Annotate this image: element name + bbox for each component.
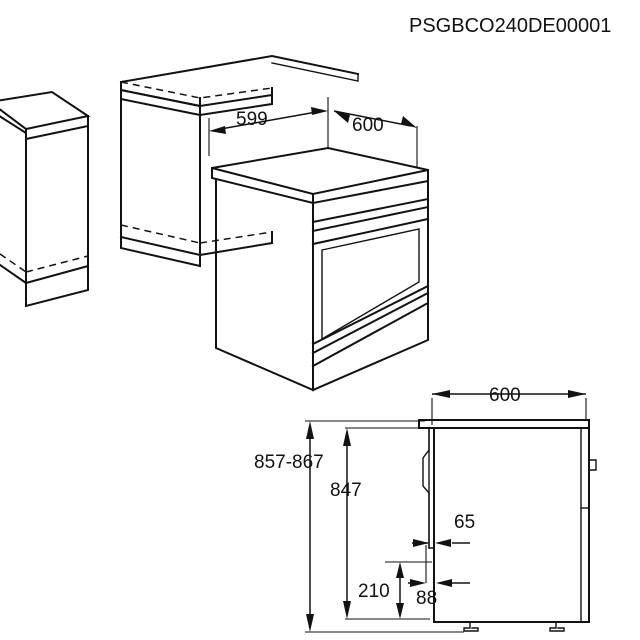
dimension-iso-599: 599 xyxy=(208,97,329,156)
dimension-offset-65: 65 xyxy=(412,512,475,547)
dimension-label-847: 847 xyxy=(330,480,362,501)
dimension-label-88: 88 xyxy=(416,588,437,609)
cabinet-carcass-left xyxy=(0,90,91,308)
dimension-height-210: 210 xyxy=(358,561,432,619)
dimension-label-65: 65 xyxy=(454,512,475,533)
cabinet-carcass-right xyxy=(119,54,360,268)
cooker-isometric xyxy=(211,146,430,392)
dimension-label-857-867: 857-867 xyxy=(254,452,324,473)
dimension-offset-88: 88 xyxy=(408,545,470,609)
dimension-height-857-867: 857-867 xyxy=(254,420,464,633)
dimension-side-600: 600 xyxy=(431,385,587,425)
cooker-side-profile xyxy=(418,419,597,632)
dimension-label-600-iso: 600 xyxy=(352,115,384,136)
dimension-iso-600: 600 xyxy=(333,110,418,172)
dimension-label-210: 210 xyxy=(358,581,390,602)
dimension-label-600-depth: 600 xyxy=(489,385,521,406)
drawing-title-code: PSGBCO240DE00001 xyxy=(409,15,611,37)
dimension-height-847: 847 xyxy=(330,427,430,620)
dimension-label-599: 599 xyxy=(236,109,268,130)
